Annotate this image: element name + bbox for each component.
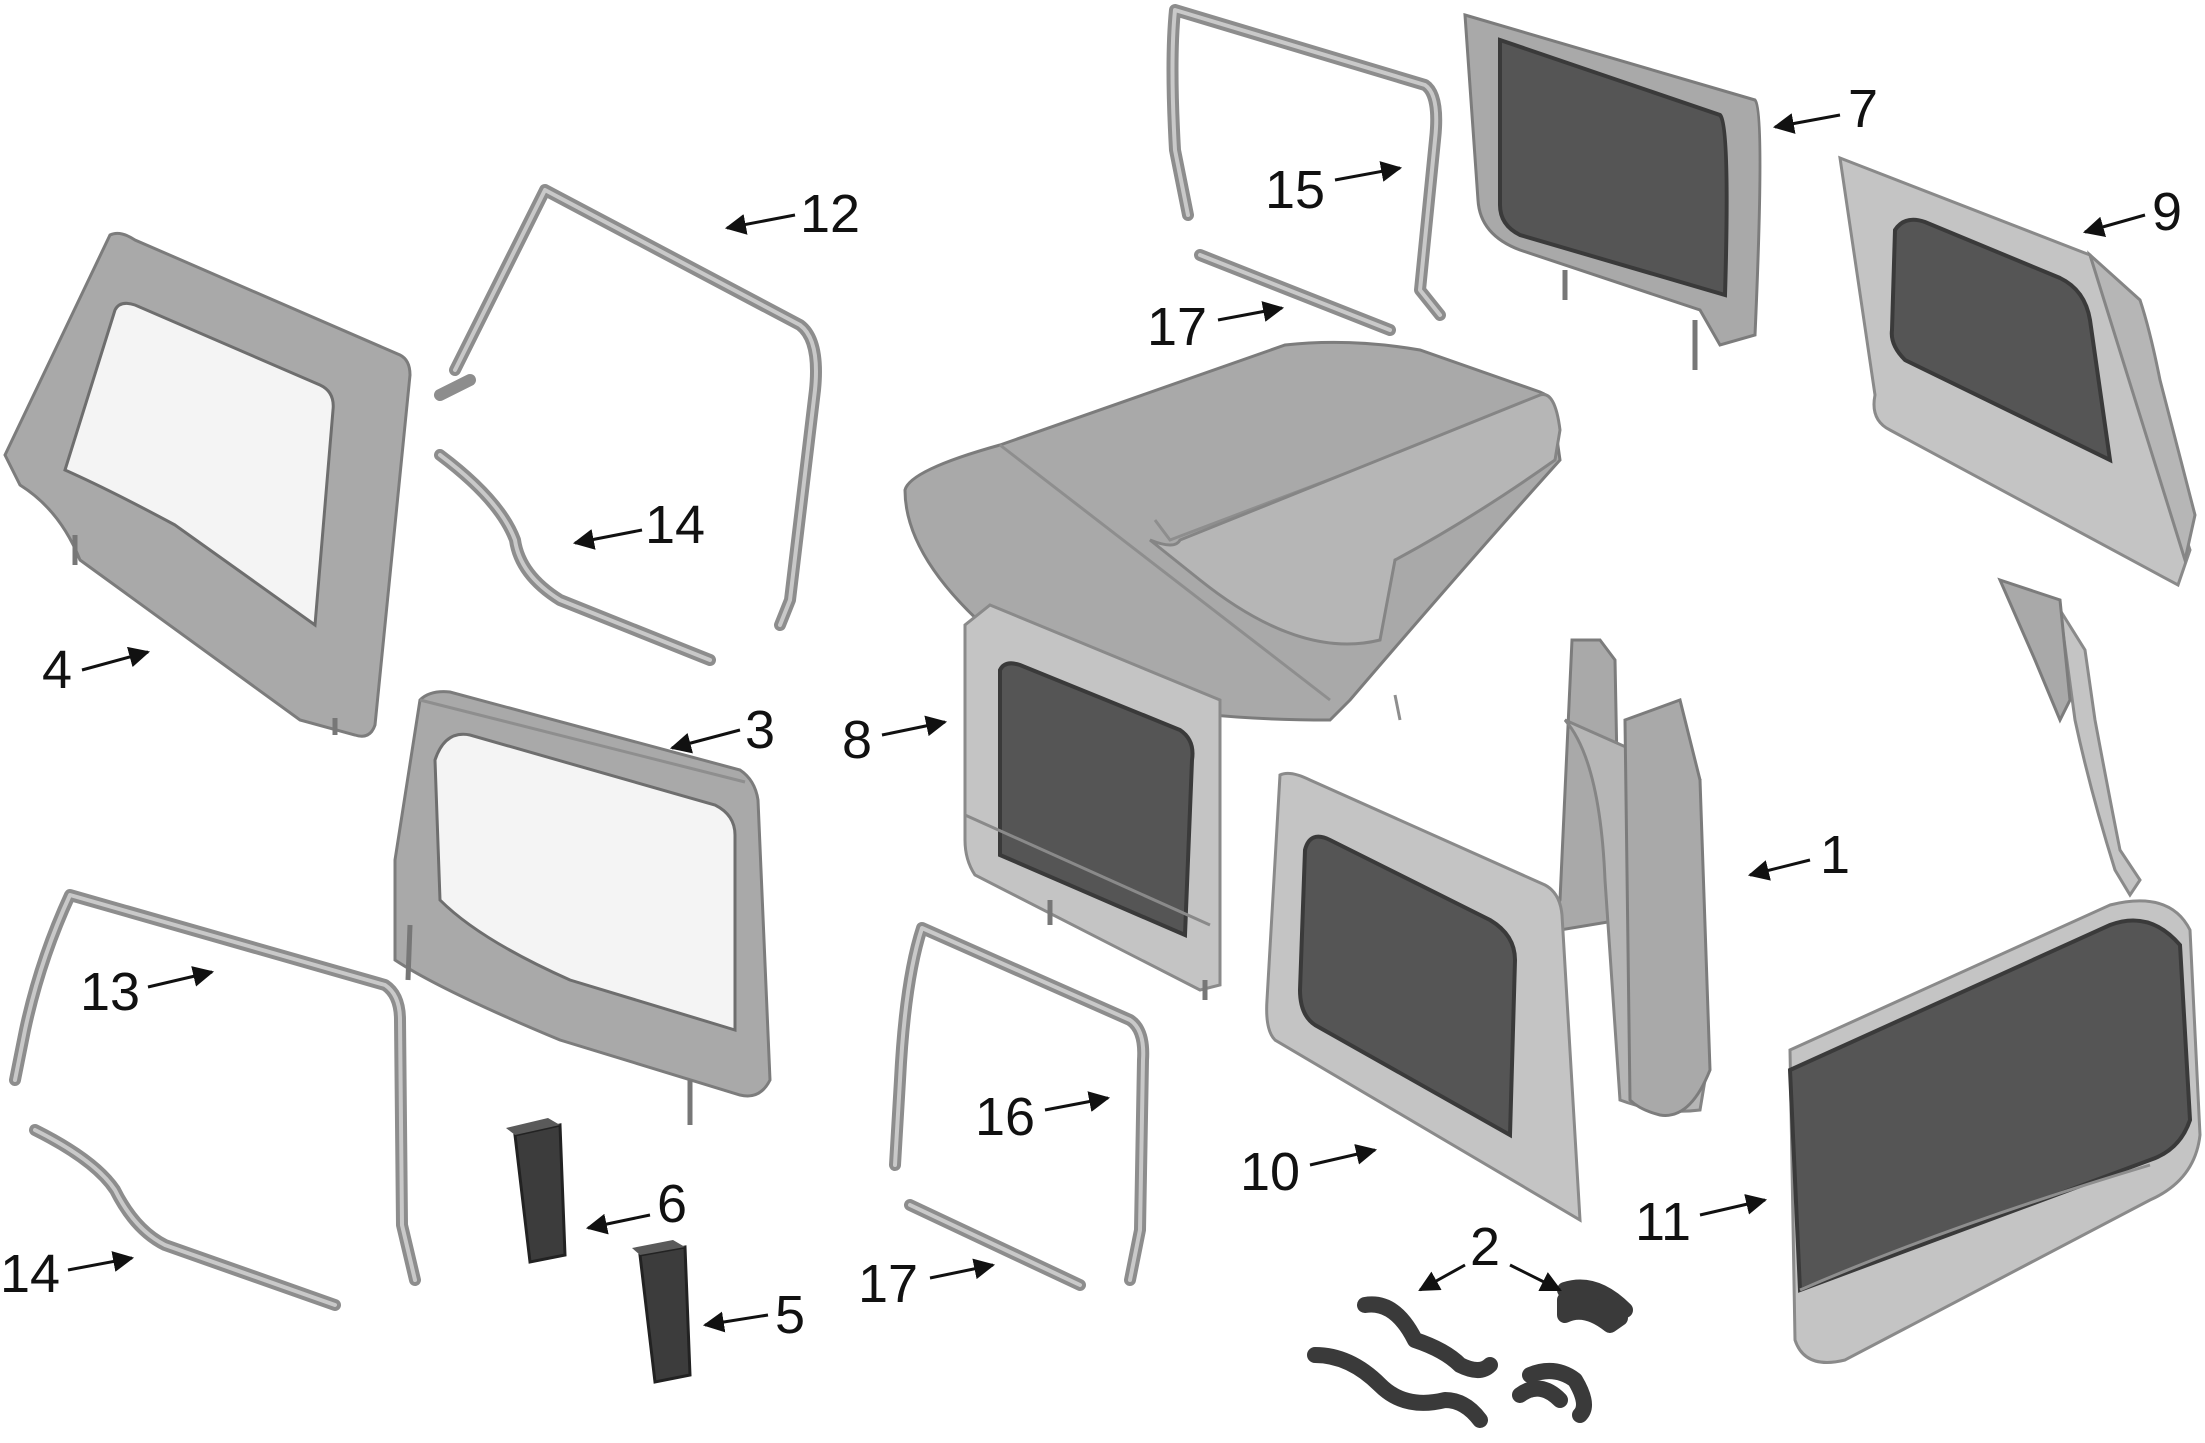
callout-3-label: 3	[745, 700, 775, 760]
part-9-quarter-window	[1838, 155, 2197, 588]
callout-14b-label: 14	[0, 1244, 60, 1304]
callout-2-label: 2	[1470, 1217, 1500, 1277]
callout-5: 5	[702, 1285, 805, 1345]
callout-13: 13	[80, 962, 215, 1022]
callout-2: 2	[1418, 1217, 1562, 1292]
callout-7: 7	[1772, 79, 1878, 139]
part-11-rear-window	[1787, 899, 2202, 1364]
part-12-door-surround	[434, 184, 822, 631]
callout-12-label: 12	[800, 184, 860, 244]
callout-8: 8	[842, 710, 948, 770]
part-7-door-upper	[1463, 12, 1762, 370]
callout-4: 4	[42, 640, 151, 700]
callout-12: 12	[724, 184, 860, 244]
part-5-bracket	[632, 1240, 692, 1384]
callout-15: 15	[1265, 160, 1403, 220]
callout-6: 6	[585, 1174, 687, 1235]
part-17-weatherstrip-lower	[904, 1199, 1086, 1291]
callout-7-label: 7	[1848, 79, 1878, 139]
callout-14a-label: 14	[645, 495, 705, 555]
part-10-side-window	[1265, 771, 1582, 1223]
part-8-side-window	[963, 603, 1222, 1000]
callout-16: 16	[975, 1087, 1111, 1147]
callout-9: 9	[2082, 182, 2182, 242]
callout-3: 3	[669, 700, 775, 760]
callout-11: 11	[1635, 1192, 1768, 1252]
part-2-straps	[1307, 1279, 1633, 1428]
callout-17a: 17	[1147, 297, 1285, 357]
callout-15-label: 15	[1265, 160, 1325, 220]
callout-1: 1	[1747, 825, 1850, 885]
part-16-door-surround	[889, 922, 1150, 1286]
part-15-door-surround	[1166, 4, 1446, 321]
callout-10: 10	[1240, 1142, 1378, 1202]
part-17-weatherstrip-upper	[1194, 249, 1396, 336]
callout-16-label: 16	[975, 1087, 1035, 1147]
callout-17b: 17	[858, 1254, 996, 1314]
part-13-door-surround	[9, 889, 421, 1286]
callout-10-label: 10	[1240, 1142, 1300, 1202]
callout-14a: 14	[572, 495, 705, 555]
callout-1-label: 1	[1820, 825, 1850, 885]
callout-17a-label: 17	[1147, 297, 1207, 357]
callout-13-label: 13	[80, 962, 140, 1022]
callout-9-label: 9	[2152, 182, 2182, 242]
callout-4-label: 4	[42, 640, 72, 700]
callout-11-label: 11	[1635, 1192, 1691, 1252]
callout-14b: 14	[0, 1244, 135, 1304]
part-6-bracket	[506, 1118, 567, 1264]
part-4-full-door	[3, 231, 412, 738]
part-1-soft-top	[903, 340, 2142, 1117]
callout-6-label: 6	[657, 1174, 687, 1234]
part-3-full-door	[393, 690, 772, 1125]
part-14-belt-rail-upper	[434, 449, 716, 666]
callout-17b-label: 17	[858, 1254, 918, 1314]
callout-8-label: 8	[842, 710, 872, 770]
callout-5-label: 5	[775, 1285, 805, 1345]
part-14-belt-rail-lower	[29, 1124, 341, 1311]
